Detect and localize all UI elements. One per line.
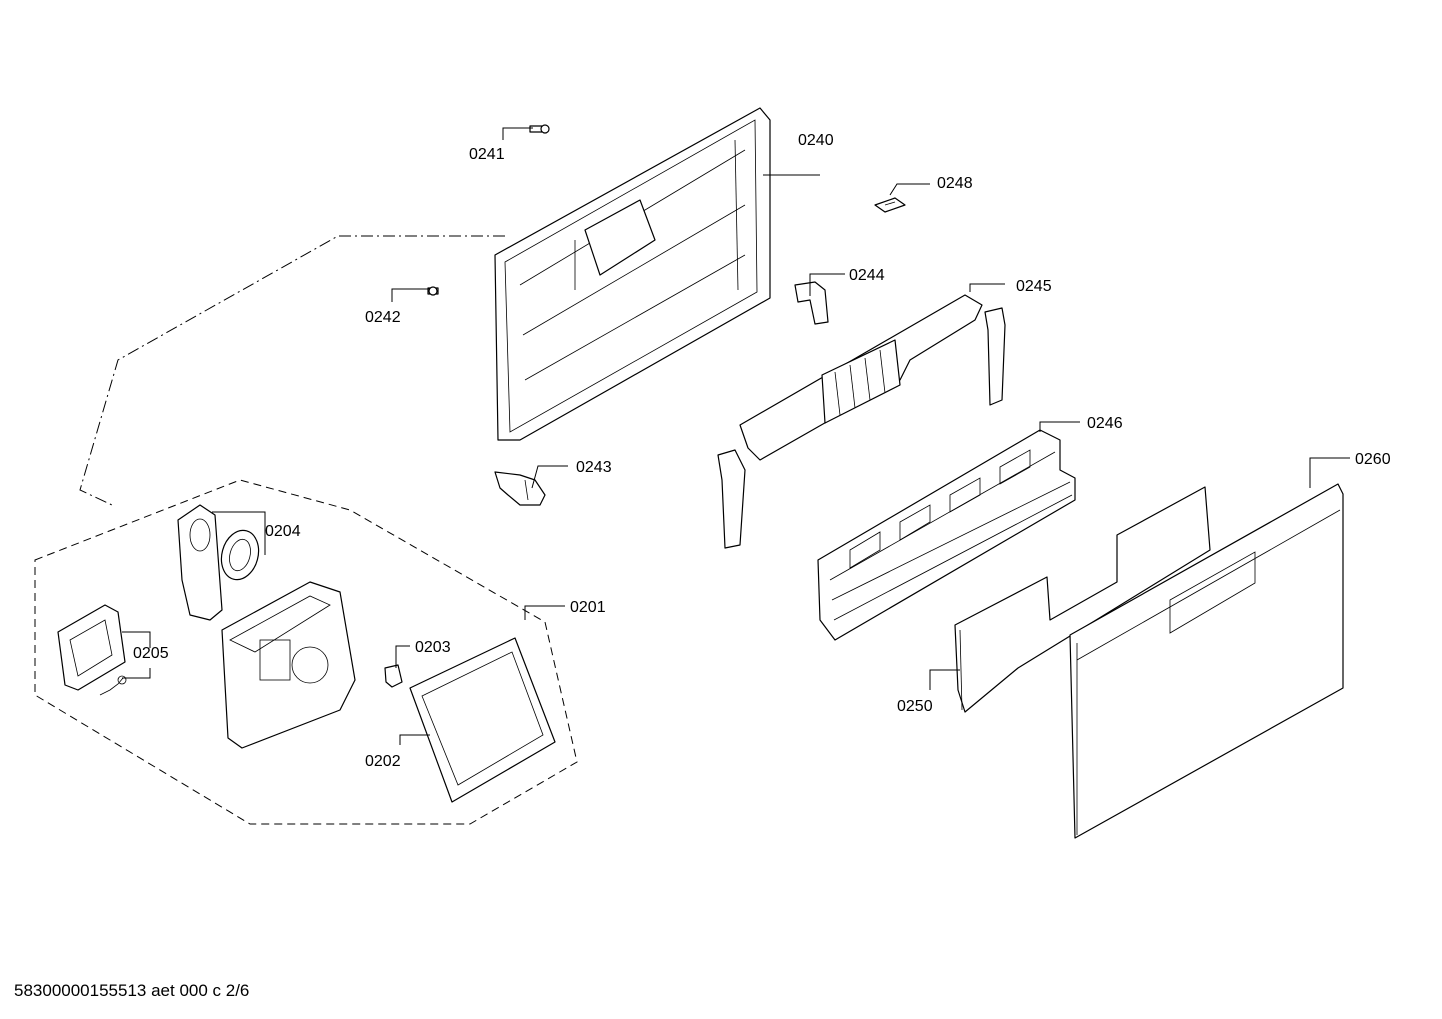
label-0202: 0202	[365, 753, 401, 770]
label-0244: 0244	[849, 267, 885, 284]
label-0245: 0245	[1016, 278, 1052, 295]
screw-0242	[427, 286, 439, 296]
seal-ring-0204	[220, 529, 260, 581]
label-0241: 0241	[469, 146, 505, 163]
control-module-group-outline	[34, 479, 578, 825]
label-0240: 0240	[798, 132, 834, 149]
clip-0244	[794, 281, 829, 325]
label-0250: 0250	[897, 698, 933, 715]
label-0243: 0243	[576, 459, 612, 476]
screw-0241	[529, 124, 550, 134]
housing-0204	[177, 504, 223, 621]
cover-plate-0205	[57, 604, 126, 691]
front-panel-0260	[1069, 483, 1344, 839]
group-reference-line	[79, 235, 505, 506]
label-0203: 0203	[415, 639, 451, 656]
label-0248: 0248	[937, 175, 973, 192]
frame-gasket-0202	[409, 637, 556, 803]
inner-door-panel-0240	[494, 107, 771, 441]
document-code: 58300000155513 aet 000 c 2/6	[14, 981, 250, 1000]
label-0204: 0204	[265, 523, 301, 540]
control-module-0201	[221, 581, 356, 749]
spring-0205	[99, 675, 127, 696]
label-0201: 0201	[570, 599, 606, 616]
insulation-panel-0250	[954, 486, 1211, 713]
label-0205: 0205	[133, 645, 169, 662]
handle-strip-0246	[817, 429, 1076, 641]
label-0242: 0242	[365, 309, 401, 326]
clip-0248	[874, 197, 906, 213]
rail-0245	[717, 294, 1006, 549]
bracket-0243	[494, 471, 546, 506]
label-0260: 0260	[1355, 451, 1391, 468]
small-part-0203	[384, 664, 403, 688]
label-0246: 0246	[1087, 415, 1123, 432]
